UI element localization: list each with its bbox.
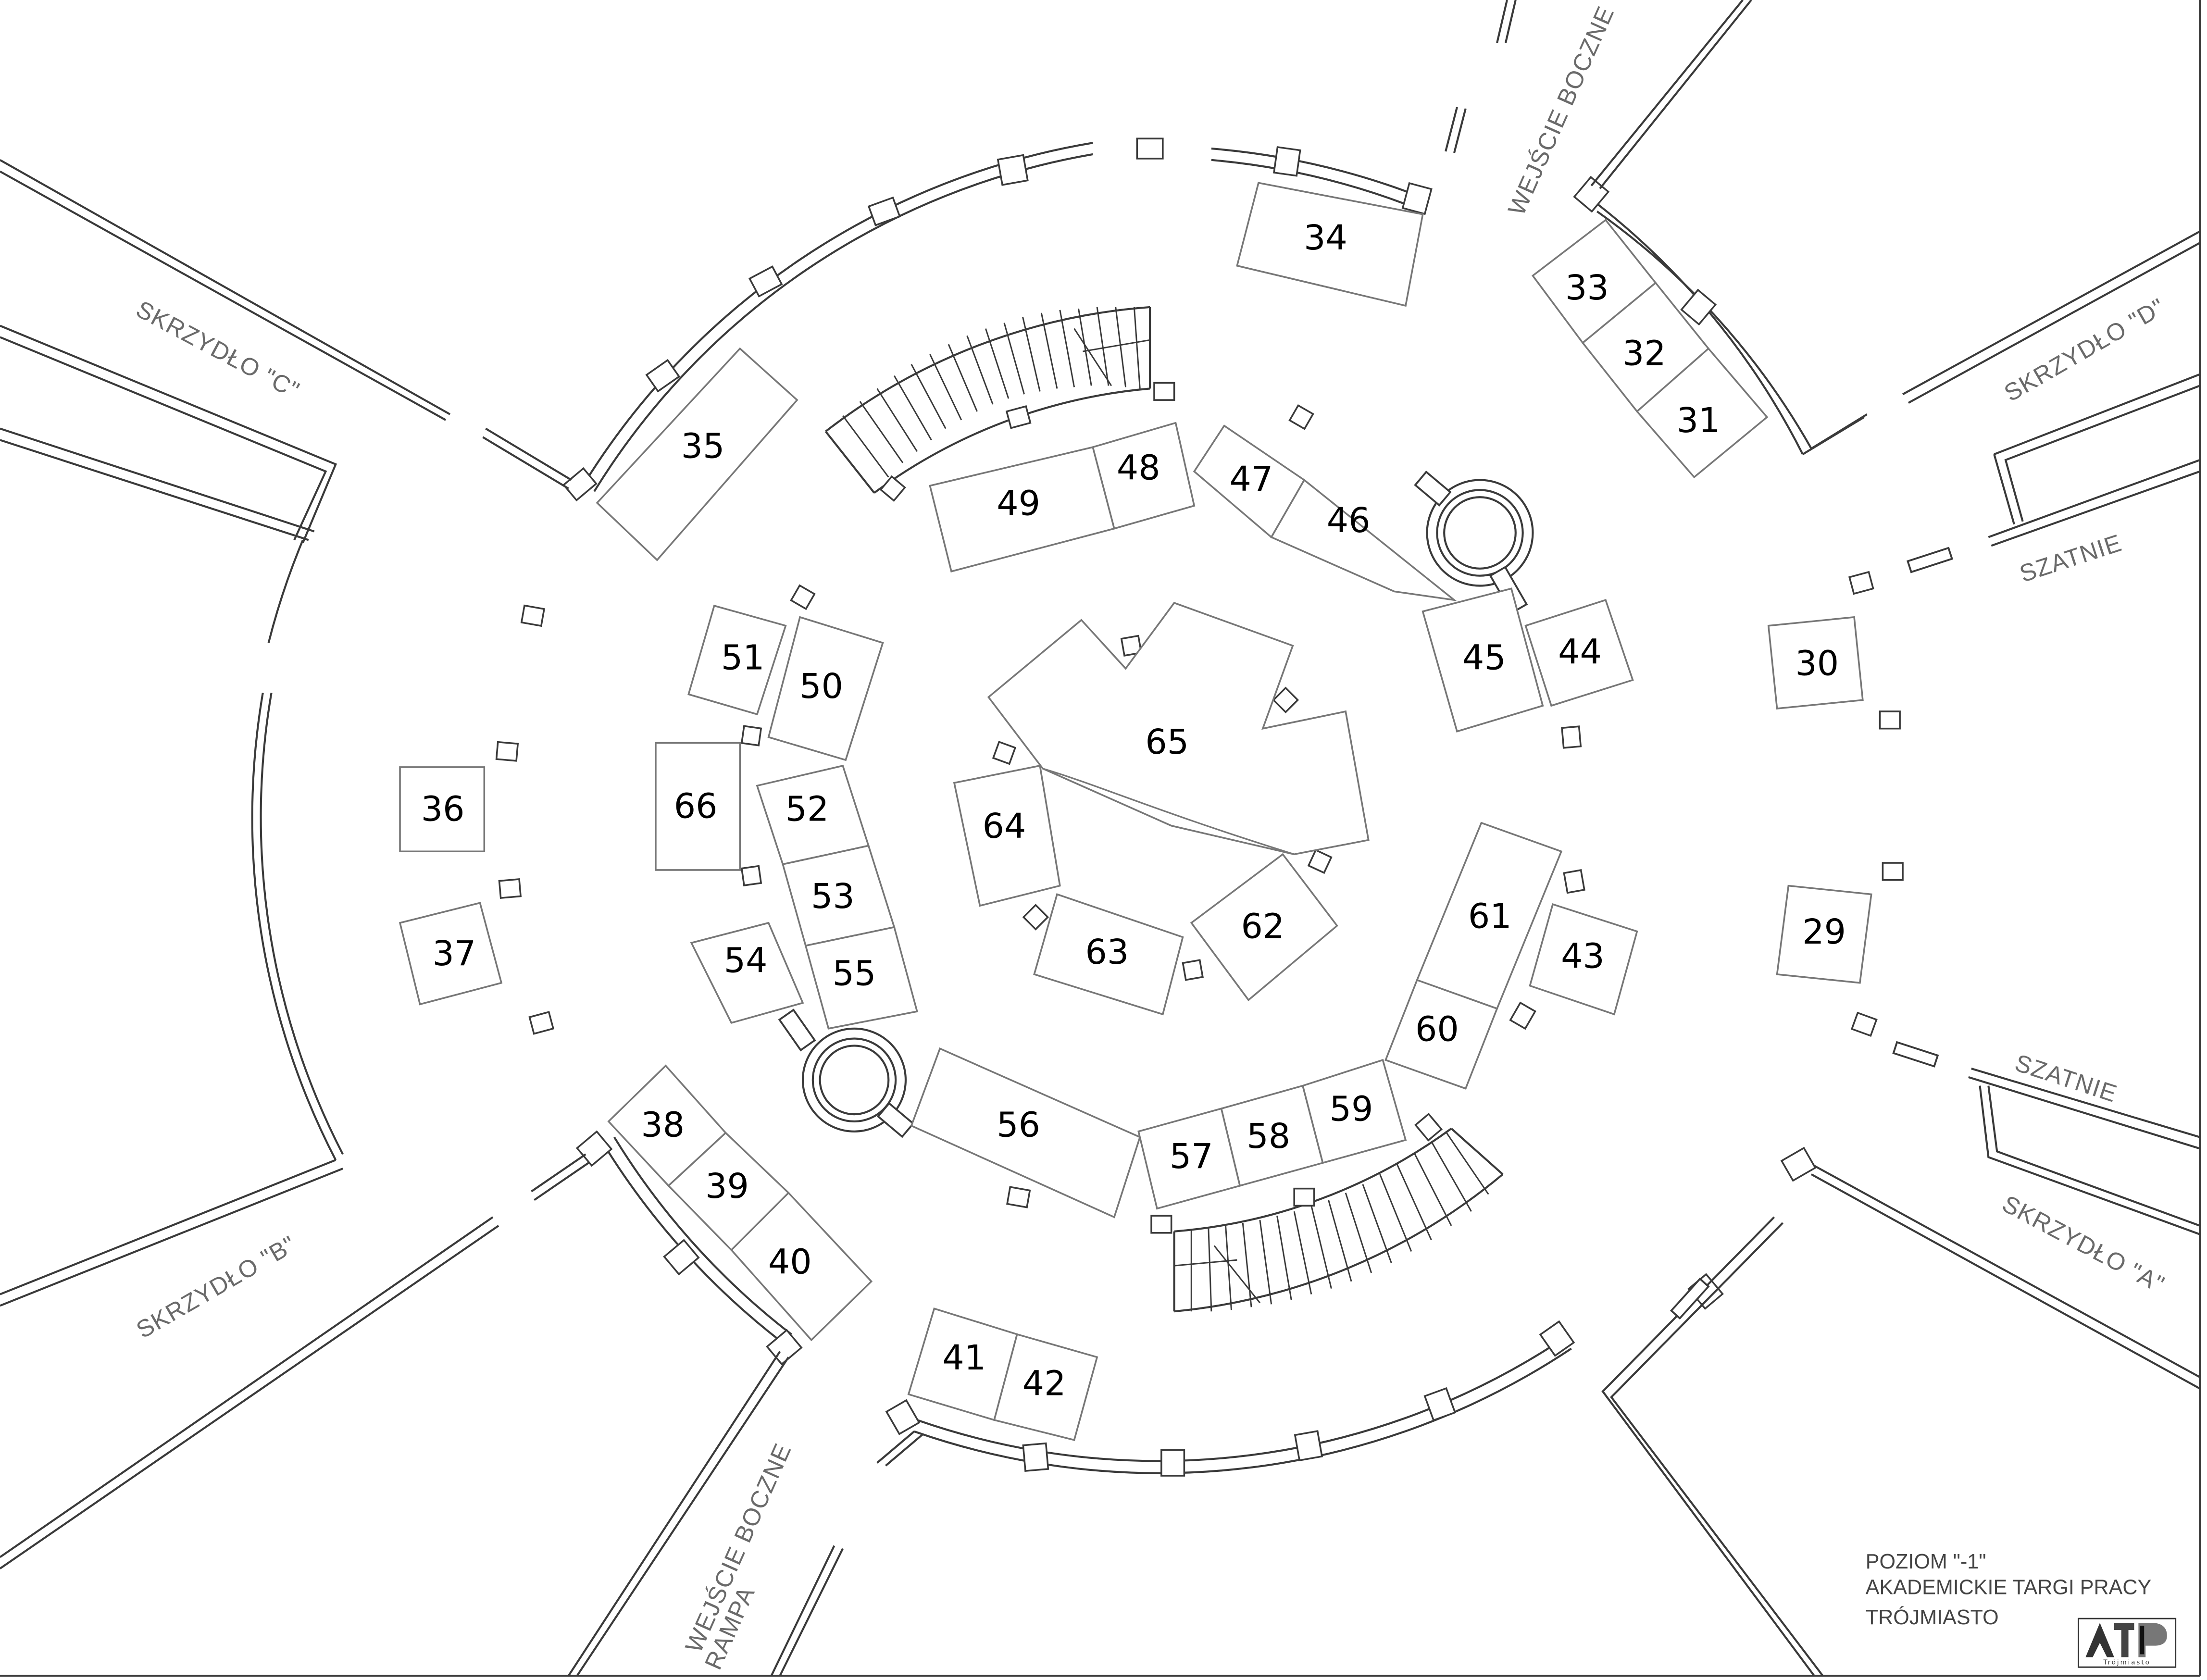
atp-logo: Trójmiasto: [2078, 1618, 2177, 1668]
stall-30[interactable]: 30: [1767, 616, 1864, 710]
stall-36[interactable]: 36: [399, 766, 486, 853]
legend-city: TRÓJMIASTO: [1866, 1606, 1999, 1629]
stall-29[interactable]: 29: [1776, 884, 1872, 984]
round-column-bottom: [778, 1008, 915, 1138]
stall-66[interactable]: 66: [655, 742, 741, 871]
logo-subtitle: Trójmiasto: [2103, 1658, 2150, 1666]
legend-block: POZIOM "-1" AKADEMICKIE TARGI PRACY TRÓJ…: [1866, 1550, 2177, 1668]
legend-level: POZIOM "-1": [1866, 1550, 1986, 1573]
staircase-bottom: [1173, 1128, 1504, 1313]
legend-event: AKADEMICKIE TARGI PRACY: [1866, 1576, 2151, 1599]
small-pillars: [495, 382, 1904, 1234]
staircase-top: [824, 306, 1151, 494]
outer-ring-walls: [251, 142, 1868, 1474]
